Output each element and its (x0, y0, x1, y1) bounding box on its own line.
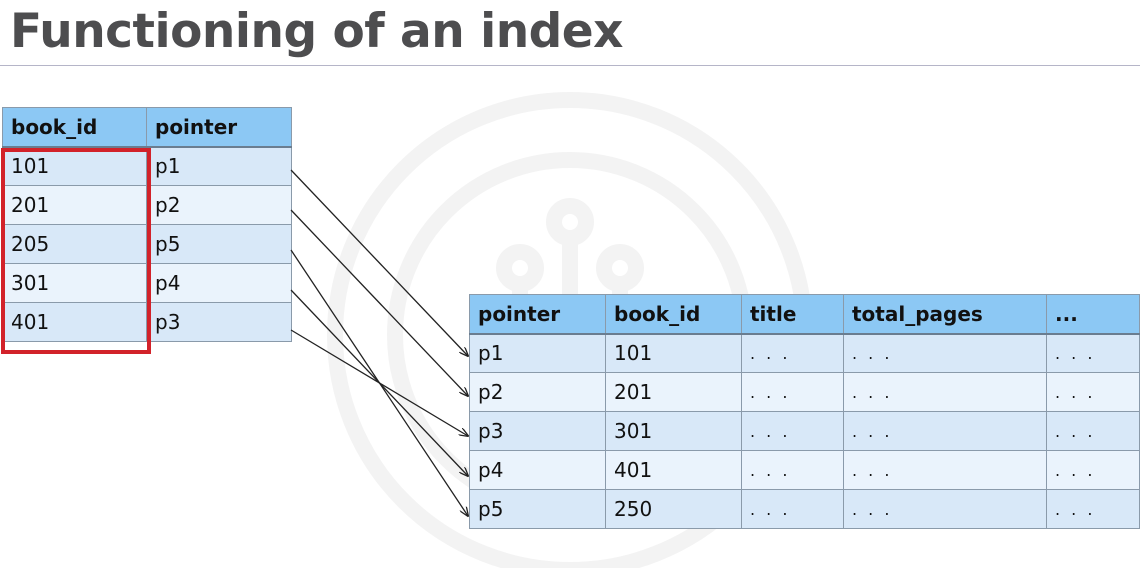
index-cell-pointer: p3 (146, 302, 292, 342)
title-divider (0, 65, 1140, 66)
books-cell-more: . . . (1046, 333, 1140, 373)
index-cell-book-id: 101 (2, 146, 147, 186)
books-row: p5 250 . . . . . . . . . (469, 489, 1140, 529)
books-cell-total-pages: . . . (843, 450, 1047, 490)
books-cell-more: . . . (1046, 489, 1140, 529)
books-cell-pointer: p5 (469, 489, 606, 529)
books-header-pointer: pointer (469, 294, 606, 335)
books-header-title: title (741, 294, 844, 335)
books-cell-book-id: 101 (605, 333, 742, 373)
books-cell-book-id: 301 (605, 411, 742, 451)
books-cell-pointer: p1 (469, 333, 606, 373)
index-row: 301 p4 (2, 263, 292, 303)
index-header-book-id: book_id (2, 107, 147, 148)
books-cell-more: . . . (1046, 372, 1140, 412)
books-cell-total-pages: . . . (843, 411, 1047, 451)
index-header-row: book_id pointer (2, 107, 292, 148)
books-cell-total-pages: . . . (843, 372, 1047, 412)
books-row: p4 401 . . . . . . . . . (469, 450, 1140, 490)
books-cell-book-id: 201 (605, 372, 742, 412)
books-cell-title: . . . (741, 372, 844, 412)
index-row: 201 p2 (2, 185, 292, 225)
books-cell-pointer: p2 (469, 372, 606, 412)
books-cell-total-pages: . . . (843, 489, 1047, 529)
books-cell-book-id: 401 (605, 450, 742, 490)
index-row: 101 p1 (2, 146, 292, 186)
books-cell-more: . . . (1046, 411, 1140, 451)
pointer-arrow-p2 (290, 209, 468, 396)
pointer-arrow-p3 (290, 329, 468, 436)
books-cell-title: . . . (741, 489, 844, 529)
books-header-more: ... (1046, 294, 1140, 335)
books-cell-more: . . . (1046, 450, 1140, 490)
books-cell-total-pages: . . . (843, 333, 1047, 373)
books-row: p2 201 . . . . . . . . . (469, 372, 1140, 412)
books-row: p1 101 . . . . . . . . . (469, 333, 1140, 373)
books-cell-book-id: 250 (605, 489, 742, 529)
books-table: pointer book_id title total_pages ... p1… (469, 294, 1140, 529)
books-header-total-pages: total_pages (843, 294, 1047, 335)
books-cell-title: . . . (741, 333, 844, 373)
pointer-arrow-p1 (290, 169, 468, 356)
index-header-pointer: pointer (146, 107, 292, 148)
index-cell-book-id: 205 (2, 224, 147, 264)
books-header-book-id: book_id (605, 294, 742, 335)
page-title: Functioning of an index (10, 4, 624, 59)
index-cell-pointer: p1 (146, 146, 292, 186)
index-cell-book-id: 201 (2, 185, 147, 225)
index-row: 401 p3 (2, 302, 292, 342)
index-row: 205 p5 (2, 224, 292, 264)
index-cell-book-id: 301 (2, 263, 147, 303)
books-cell-title: . . . (741, 411, 844, 451)
books-header-row: pointer book_id title total_pages ... (469, 294, 1140, 335)
books-cell-title: . . . (741, 450, 844, 490)
books-row: p3 301 . . . . . . . . . (469, 411, 1140, 451)
index-cell-pointer: p5 (146, 224, 292, 264)
books-cell-pointer: p4 (469, 450, 606, 490)
index-table: book_id pointer 101 p1 201 p2 205 p5 301… (2, 107, 292, 342)
